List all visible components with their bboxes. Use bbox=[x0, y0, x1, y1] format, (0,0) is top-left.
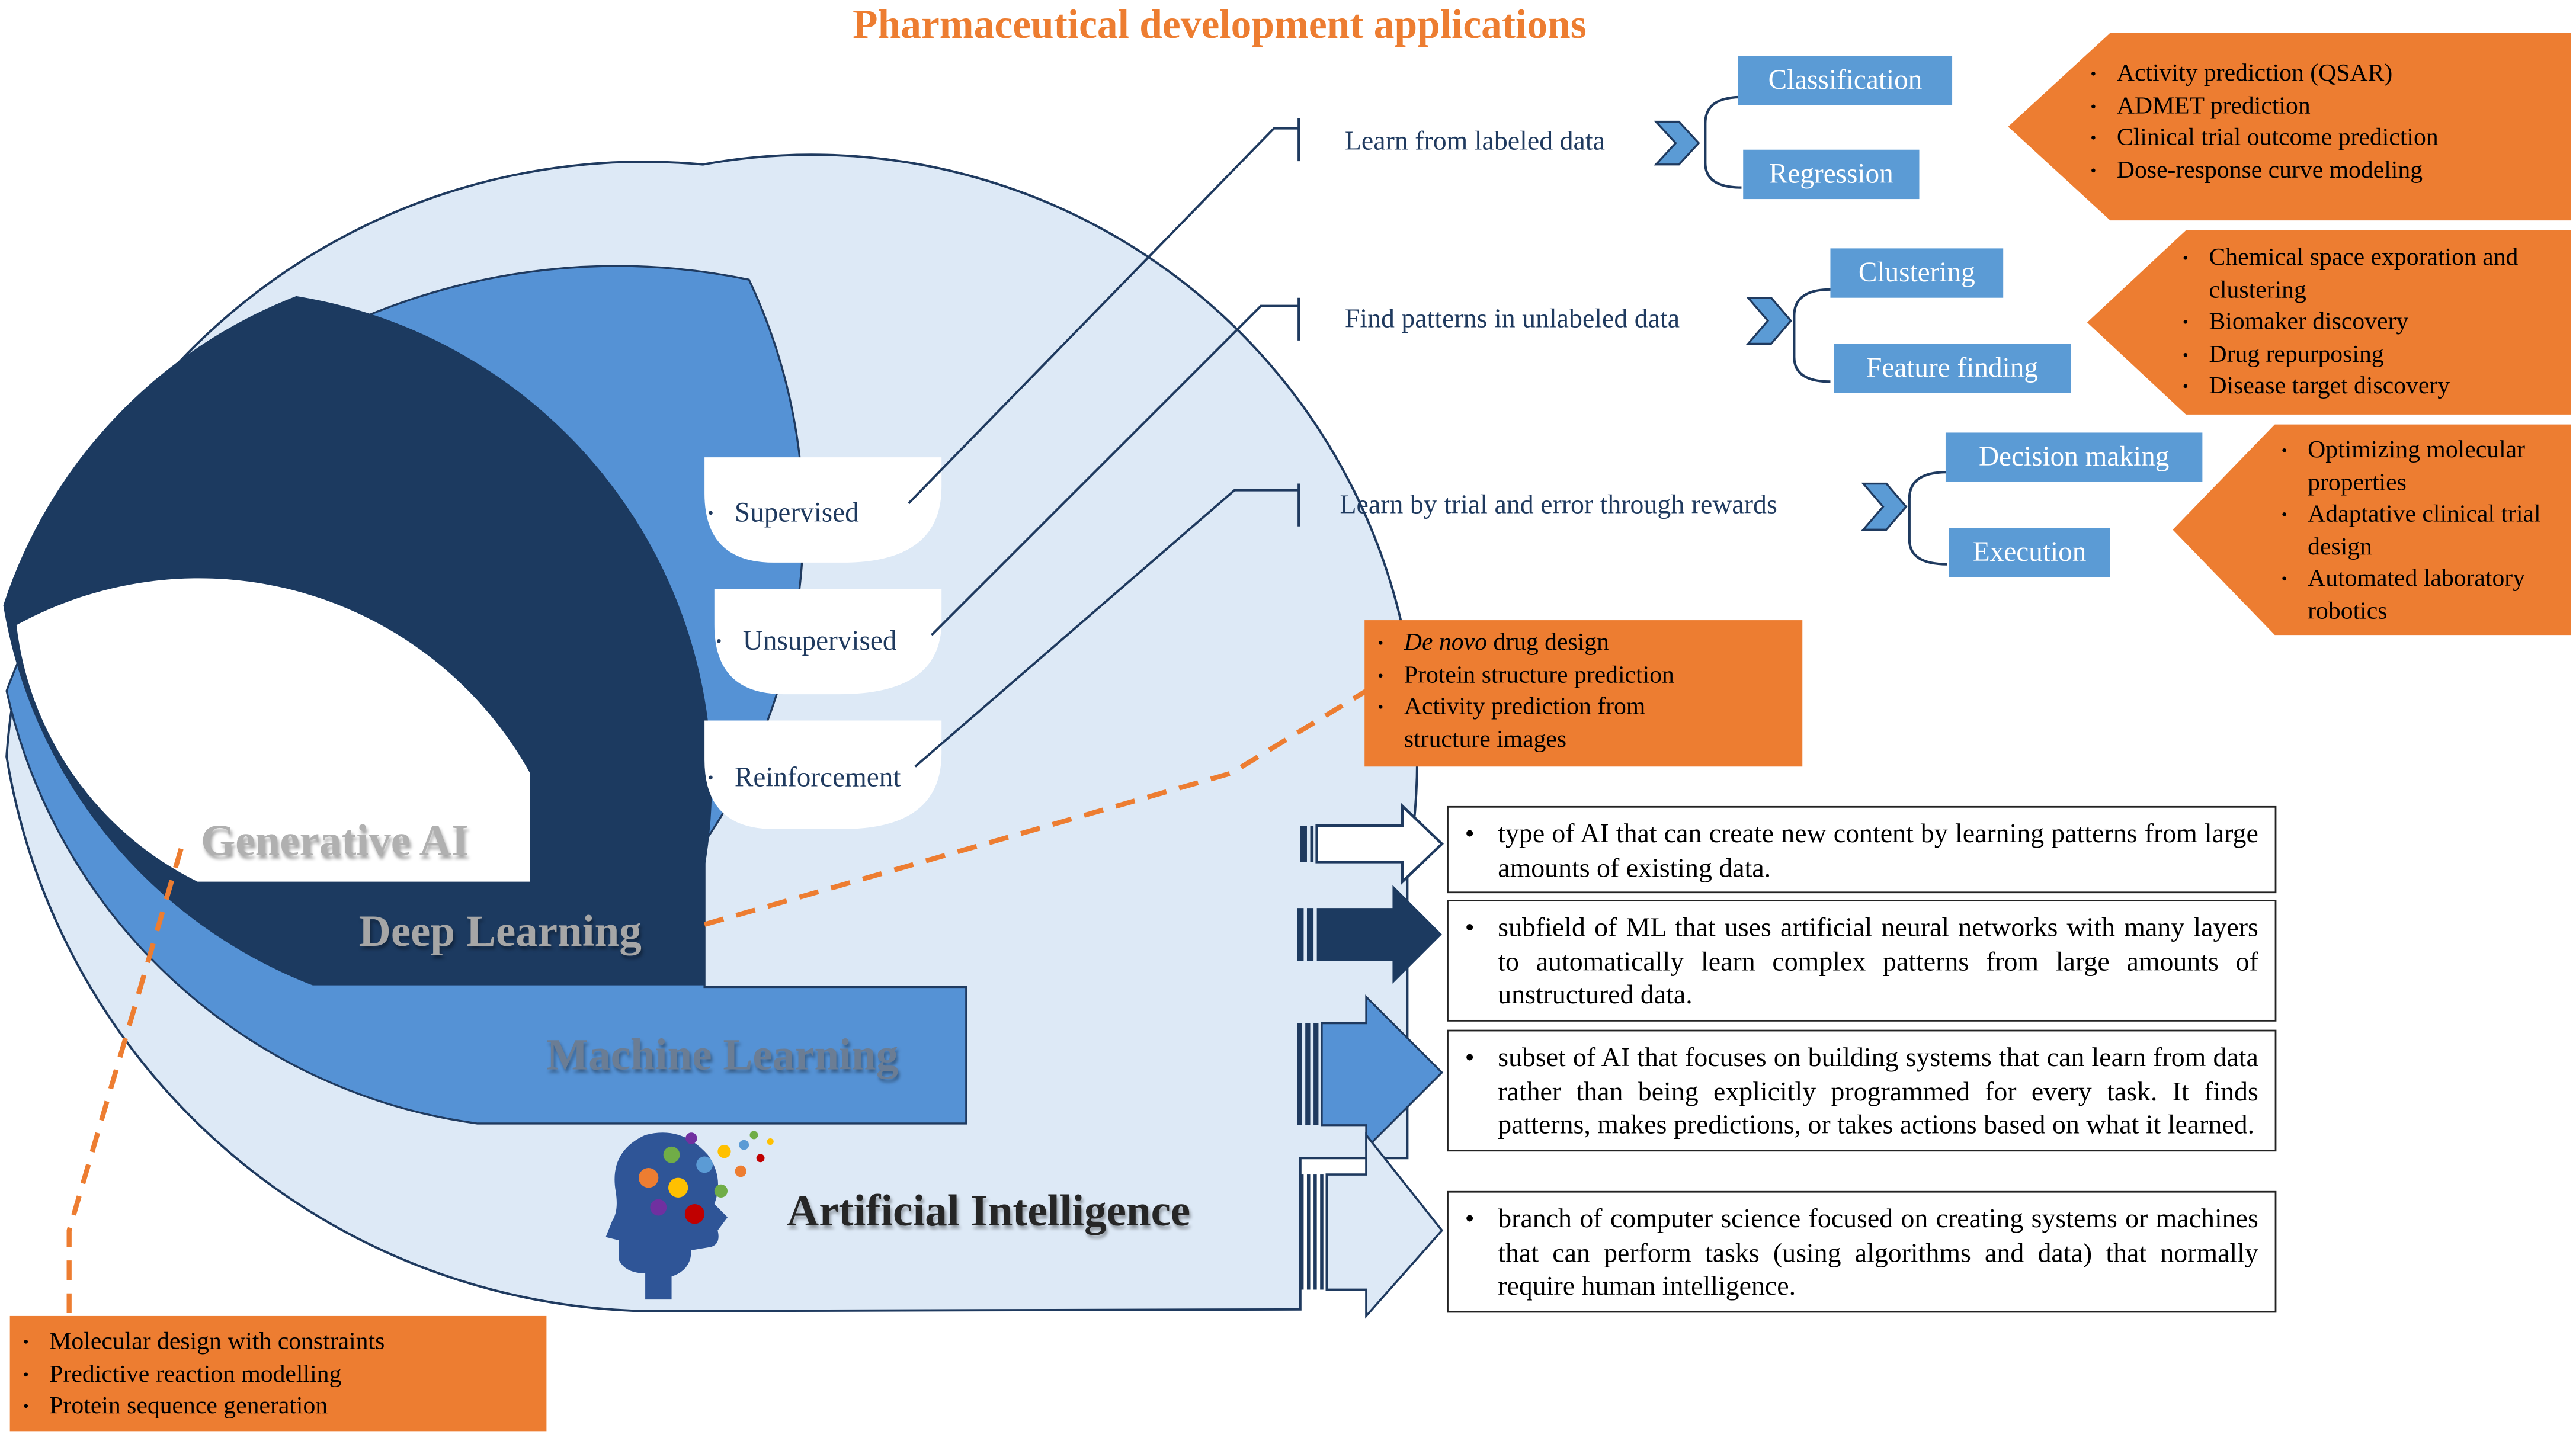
unsupervised-label: Unsupervised bbox=[742, 625, 897, 657]
chip-classification: Classification bbox=[1738, 56, 1953, 105]
supervised-bubble-shape bbox=[704, 457, 942, 563]
apps-box-deep-learning: De novo drug design Protein structure pr… bbox=[1364, 620, 1803, 767]
app-item: Molecular design with constraints bbox=[10, 1327, 547, 1359]
artificial-intelligence-label: Artificial Intelligence bbox=[787, 1186, 1191, 1235]
reinforcement-label: Reinforcement bbox=[734, 761, 901, 793]
bracket-1 bbox=[1704, 95, 1742, 189]
definition-generative-ai: type of AI that can create new content b… bbox=[1447, 805, 2277, 894]
app-item: Disease target discovery bbox=[2170, 372, 2558, 404]
apps-box-supervised: Activity prediction (QSAR) ADMET predict… bbox=[2077, 59, 2438, 188]
chevron-3 bbox=[1861, 482, 1908, 531]
arrow-deep bbox=[1297, 885, 1442, 984]
app-item: Optimizing molecular properties bbox=[2268, 436, 2568, 500]
generative-ai-label: Generative AI bbox=[200, 816, 469, 865]
arrow-generative bbox=[1300, 803, 1444, 885]
chip-clustering: Clustering bbox=[1830, 248, 2004, 298]
supervised-leader bbox=[908, 127, 1299, 505]
learning-label-3: Learn by trial and error through rewards bbox=[1340, 488, 1777, 520]
chip-regression: Regression bbox=[1743, 149, 1920, 200]
app-item: Clinical trial outcome prediction bbox=[2077, 123, 2438, 155]
app-item: Adaptative clinical trial design bbox=[2268, 500, 2568, 564]
generative-layer-shape bbox=[16, 578, 530, 882]
app-item-emphasis: De novo bbox=[1404, 630, 1487, 657]
bracket-2 bbox=[1793, 288, 1831, 383]
app-item-text: Protein structure prediction bbox=[1404, 662, 1674, 689]
arrow-machine bbox=[1297, 994, 1444, 1151]
definition-machine-learning: subset of AI that focuses on building sy… bbox=[1447, 1029, 2277, 1151]
unsupervised-leader bbox=[931, 304, 1299, 636]
machine-learning-label: Machine Learning bbox=[546, 1029, 899, 1079]
unsupervised-bubble-shape bbox=[714, 589, 942, 695]
reinforcement-bubble: • Reinforcement bbox=[707, 761, 901, 793]
apps-box-generative: Molecular design with constraints Predic… bbox=[9, 1315, 547, 1432]
deep-learning-label: Deep Learning bbox=[358, 906, 642, 956]
supervised-bubble: • Supervised bbox=[707, 496, 859, 528]
bracket-3 bbox=[1908, 471, 1947, 566]
chip-feature-finding: Feature finding bbox=[1834, 344, 2071, 393]
supervised-label: Supervised bbox=[734, 496, 859, 528]
head-gears-icon bbox=[605, 1131, 774, 1300]
generative-apps-connector bbox=[66, 848, 184, 1316]
app-item: Biomaker discovery bbox=[2170, 307, 2558, 339]
definition-artificial-intelligence: branch of computer science focused on cr… bbox=[1447, 1190, 2277, 1312]
reinforcement-bubble-shape bbox=[704, 720, 942, 829]
page-title: Pharmaceutical development applications bbox=[853, 3, 1587, 48]
apps-box-unsupervised: Chemical space exporation and clustering… bbox=[2170, 243, 2558, 404]
learning-label-1: Learn from labeled data bbox=[1344, 125, 1605, 156]
app-item: Protein sequence generation bbox=[10, 1392, 547, 1424]
arrow-ai bbox=[1300, 1132, 1444, 1319]
app-item: Drug repurposing bbox=[2170, 340, 2558, 372]
app-item: Automated laboratory robotics bbox=[2268, 564, 2568, 628]
app-item: ADMET prediction bbox=[2077, 91, 2438, 123]
chip-decision-making: Decision making bbox=[1945, 432, 2203, 482]
app-item: Predictive reaction modelling bbox=[10, 1360, 547, 1392]
apps-box-reinforcement: Optimizing molecular properties Adaptati… bbox=[2268, 436, 2568, 628]
unsupervised-bubble: • Unsupervised bbox=[716, 625, 897, 657]
chevron-1 bbox=[1654, 120, 1700, 166]
app-item: De novo drug design bbox=[1364, 628, 1802, 660]
deep-apps-connector bbox=[703, 688, 1368, 927]
chevron-2 bbox=[1745, 297, 1792, 345]
app-item: Protein structure prediction bbox=[1364, 660, 1802, 692]
app-item: Dose-response curve modeling bbox=[2077, 155, 2438, 187]
definition-deep-learning: subfield of ML that uses artificial neur… bbox=[1447, 900, 2277, 1021]
reinforcement-leader bbox=[914, 489, 1299, 768]
app-item: Activity prediction from structure image… bbox=[1364, 692, 1733, 756]
learning-label-2: Find patterns in unlabeled data bbox=[1344, 303, 1680, 334]
app-item-text: drug design bbox=[1486, 630, 1610, 657]
app-item-text: Activity prediction from structure image… bbox=[1404, 694, 1646, 753]
chip-execution: Execution bbox=[1949, 528, 2110, 577]
app-item: Chemical space exporation and clustering bbox=[2170, 243, 2558, 307]
app-item: Activity prediction (QSAR) bbox=[2077, 59, 2438, 91]
